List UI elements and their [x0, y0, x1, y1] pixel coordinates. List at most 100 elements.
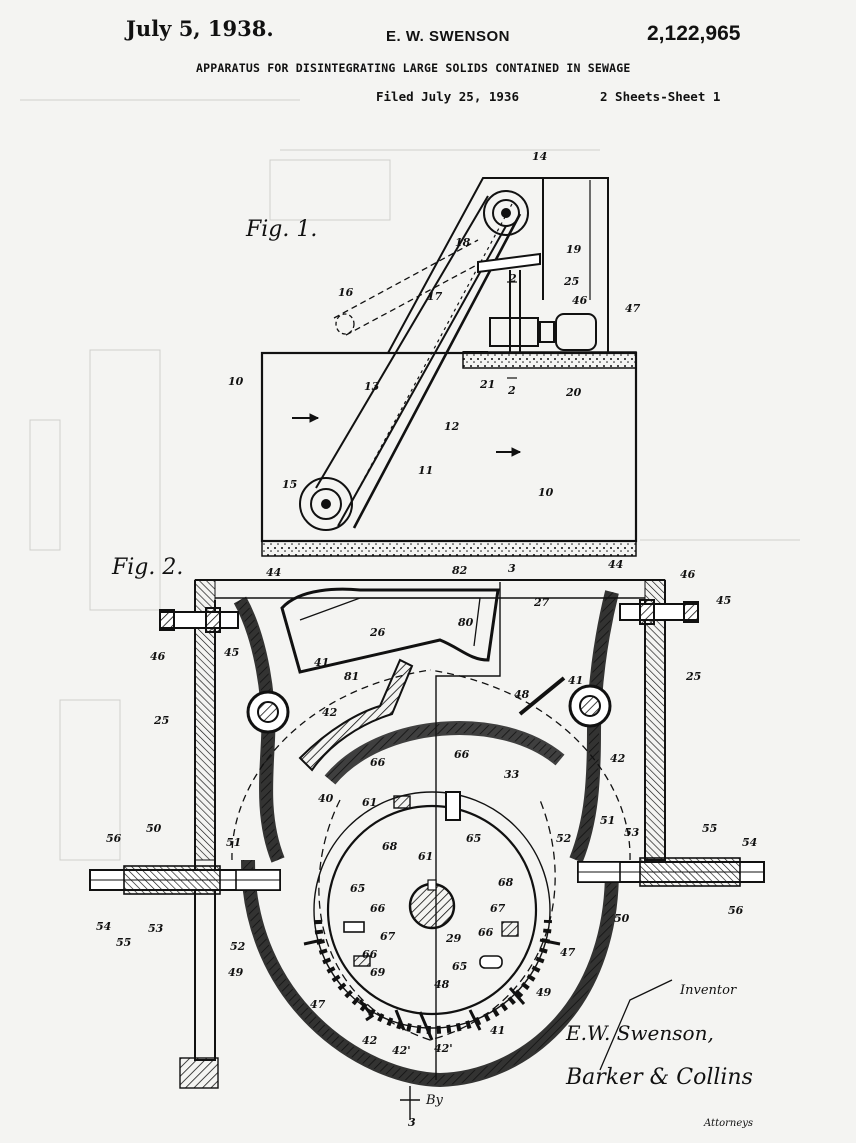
ref-51b: 51	[600, 814, 615, 827]
ref-2a: 2	[508, 272, 517, 285]
ref-10b: 10	[538, 486, 554, 499]
ref-53b: 53	[148, 922, 164, 935]
deck-slab	[462, 351, 637, 369]
tank-floor	[261, 540, 637, 557]
attorneys-label: Attorneys	[703, 1118, 753, 1129]
sheet-count: 2 Sheets-Sheet 1	[600, 89, 721, 104]
ref-55b: 55	[116, 936, 131, 949]
shaft-right	[577, 857, 765, 887]
shaft-left	[89, 865, 281, 895]
figure-1-refs: 14 18 19 16 17 2 25 46 47 10 21 2 20 13 …	[228, 150, 641, 499]
ref-45b: 45	[224, 646, 239, 659]
ref-68b: 68	[498, 876, 514, 889]
patent-number: 2,122,965	[647, 22, 741, 45]
ref-17: 17	[427, 290, 443, 303]
figure-2-refs: Fig. 2. 3 44 82 44 46 45 27 26 80 46 45 …	[96, 555, 757, 1129]
ref-46a: 46	[680, 568, 696, 581]
ref-47b: 47	[310, 998, 326, 1011]
ref-14: 14	[532, 150, 547, 163]
ref-41b: 41	[568, 674, 583, 687]
ref-66b: 66	[370, 756, 386, 769]
ref-33: 33	[504, 768, 520, 781]
ref-42b: 42	[610, 752, 626, 765]
figure-1-label: Fig. 1.	[245, 217, 317, 242]
ref-49a: 49	[228, 966, 244, 979]
ref-61b: 61	[418, 850, 433, 863]
ref-56a: 56	[106, 832, 122, 845]
ref-19: 19	[566, 243, 582, 256]
ref-50a: 50	[146, 822, 162, 835]
ref-52a: 52	[556, 832, 572, 845]
ref-48a: 48	[434, 978, 450, 991]
ref-12: 12	[444, 420, 460, 433]
ref-65a: 65	[466, 832, 481, 845]
ref-42d-right: 42'	[434, 1042, 453, 1055]
ref-49b: 49	[536, 986, 552, 999]
ref-61a: 61	[362, 796, 377, 809]
ref-13: 13	[364, 380, 380, 393]
filing-date: Filed July 25, 1936	[376, 89, 519, 104]
signature-block: Inventor E.W. Swenson, By Barker & Colli…	[425, 983, 753, 1129]
ref-40: 40	[318, 792, 334, 805]
ref-54a: 54	[742, 836, 757, 849]
ref-65c: 65	[452, 960, 467, 973]
ref-42a: 42	[322, 706, 338, 719]
ref-42d-left: 42'	[392, 1044, 411, 1057]
ref-47: 47	[625, 302, 641, 315]
ref-18: 18	[455, 236, 471, 249]
ref-29: 29	[445, 932, 462, 945]
ref-27: 27	[533, 596, 550, 609]
attorneys-signature: Barker & Collins	[565, 1065, 753, 1090]
ref-41a: 41	[314, 656, 329, 669]
ref-41c: 41	[490, 1024, 505, 1037]
ref-69: 69	[370, 966, 386, 979]
ref-65b: 65	[350, 882, 365, 895]
ref-20: 20	[565, 386, 582, 399]
ref-3b: 3	[408, 1116, 416, 1129]
ref-25b: 25	[685, 670, 701, 683]
ref-66a: 66	[454, 748, 470, 761]
ref-56b: 56	[728, 904, 744, 917]
ref-66c: 66	[370, 902, 386, 915]
ref-53a: 53	[624, 826, 640, 839]
bleed-through-marks	[20, 99, 800, 861]
ref-26: 26	[369, 626, 386, 639]
ref-81: 81	[344, 670, 359, 683]
ref-48: 48	[514, 688, 530, 701]
ref-44a: 44	[266, 566, 281, 579]
ref-16: 16	[338, 286, 354, 299]
ref-25: 25	[563, 275, 579, 288]
ref-80: 80	[458, 616, 474, 629]
ref-55a: 55	[702, 822, 717, 835]
ref-42c: 42	[362, 1034, 378, 1047]
ref-47a: 47	[560, 946, 576, 959]
ref-68a: 68	[382, 840, 398, 853]
patent-date: July 5, 1938.	[126, 16, 274, 41]
teeth-ring	[314, 919, 552, 1035]
ref-3a: 3	[508, 562, 516, 575]
ref-50b: 50	[614, 912, 630, 925]
ref-45a: 45	[716, 594, 731, 607]
by-label: By	[425, 1093, 444, 1108]
ref-54b: 54	[96, 920, 111, 933]
ref-67b: 67	[380, 930, 396, 943]
ref-46b: 46	[150, 650, 166, 663]
ref-11: 11	[418, 464, 433, 477]
ref-25a: 25	[153, 714, 169, 727]
ref-44b: 44	[608, 558, 623, 571]
inventor-signature: E.W. Swenson,	[565, 1021, 714, 1045]
ref-82: 82	[452, 564, 468, 577]
figure-1	[260, 177, 638, 557]
inventor-label: Inventor	[679, 983, 737, 998]
ref-2b: 2	[507, 384, 516, 397]
ref-21: 21	[479, 378, 495, 391]
ref-10a: 10	[228, 375, 244, 388]
figure-2-label: Fig. 2.	[111, 555, 183, 580]
ref-51a: 51	[226, 836, 241, 849]
ref-66e: 66	[478, 926, 494, 939]
ref-67a: 67	[490, 902, 506, 915]
inventor-header: E. W. SWENSON	[386, 28, 511, 45]
hopper-82	[280, 587, 500, 674]
